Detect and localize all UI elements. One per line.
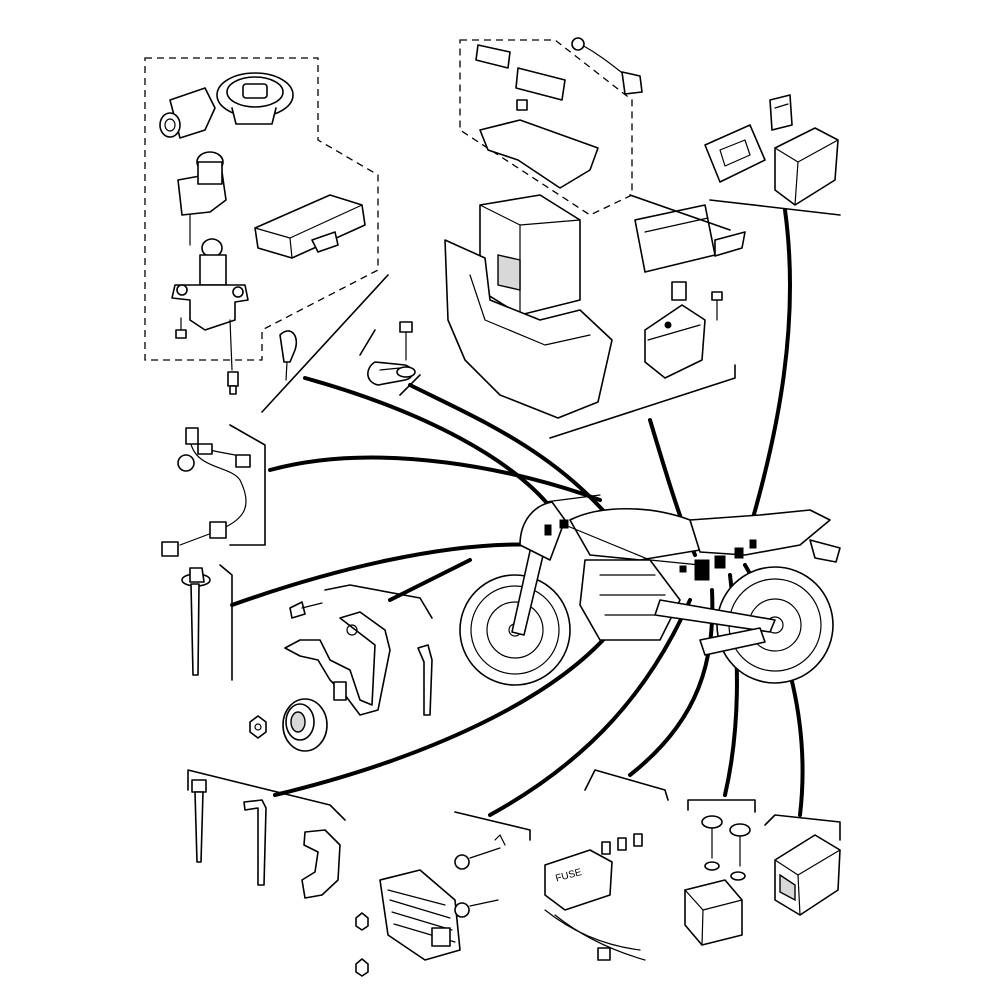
bolt-icon-3 bbox=[289, 601, 323, 619]
bracket-bands bbox=[187, 769, 346, 821]
bracket-relays bbox=[629, 194, 731, 231]
horn-icon bbox=[282, 681, 347, 752]
fuel-cap-icon bbox=[216, 72, 294, 125]
control-unit-icon bbox=[774, 834, 841, 916]
nut-icon bbox=[249, 715, 267, 739]
bracket-fuse-box bbox=[584, 769, 669, 801]
battery-box-icon bbox=[444, 239, 613, 419]
bracket-relay-box bbox=[709, 199, 841, 216]
dashed-frame-battery bbox=[459, 39, 633, 216]
relay-box-group bbox=[704, 94, 839, 206]
cable-tie-icon bbox=[191, 779, 207, 863]
wire-grommet-icon bbox=[181, 567, 211, 676]
leader-bands bbox=[273, 618, 622, 797]
screw-icon bbox=[227, 371, 239, 395]
leader-relay-box bbox=[743, 208, 793, 547]
flasher-relay-icon bbox=[774, 127, 839, 206]
bands-group bbox=[187, 769, 346, 899]
grommet-group bbox=[181, 564, 233, 681]
leader-sub-harness bbox=[268, 455, 602, 502]
flasher-relay-icon-2 bbox=[684, 879, 743, 946]
battery-icon bbox=[479, 194, 581, 316]
bolt-icon-4 bbox=[454, 834, 506, 870]
sub-harness-icon bbox=[161, 427, 251, 557]
main-switch-icon bbox=[171, 238, 249, 371]
bolt-icon bbox=[175, 317, 187, 339]
seat-lock-icon bbox=[159, 87, 216, 139]
flasher-group bbox=[684, 799, 756, 946]
sub-harness-group bbox=[161, 424, 266, 557]
relay-group bbox=[634, 204, 746, 379]
battery-group bbox=[444, 37, 643, 419]
rectifier-group bbox=[355, 811, 531, 977]
starter-solenoid-icon bbox=[644, 304, 706, 379]
screw-icon-2 bbox=[701, 815, 723, 859]
motorcycle-icon bbox=[459, 494, 841, 686]
leader-rectifier bbox=[488, 598, 692, 817]
steering-lock-icon bbox=[177, 151, 227, 246]
battery-holder-icon bbox=[479, 99, 599, 189]
ecu-group bbox=[764, 814, 841, 916]
rectifier-regulator-icon bbox=[379, 869, 461, 961]
terminal-lead-icon bbox=[571, 37, 643, 95]
bracket-flasher bbox=[687, 799, 756, 813]
immobilizer-unit-icon bbox=[254, 194, 366, 259]
fuse-icon bbox=[601, 833, 643, 855]
bracket-ecu bbox=[764, 814, 841, 841]
ignition-lock-set-group bbox=[144, 57, 379, 395]
key-icon bbox=[279, 330, 298, 381]
connector-icon bbox=[769, 94, 793, 131]
leader-grommet bbox=[230, 542, 542, 607]
battery-pad-icon bbox=[475, 44, 566, 101]
cable-holder-icon bbox=[301, 829, 341, 899]
relay-unit-icon bbox=[704, 124, 766, 183]
nut-icon-3 bbox=[355, 958, 369, 977]
wire-clamp-icon bbox=[243, 799, 267, 886]
battery-band-group bbox=[359, 321, 421, 396]
bracket-grommet bbox=[219, 564, 233, 681]
bolt-icon-5 bbox=[454, 899, 499, 918]
washer-icon bbox=[704, 861, 746, 881]
starter-relay-icon bbox=[634, 204, 746, 273]
fuse-box-group: FUSE bbox=[544, 769, 669, 961]
bracket-battery-band bbox=[359, 329, 421, 396]
fuse-box-icon: FUSE bbox=[544, 849, 646, 961]
bracket-sub-harness bbox=[229, 424, 266, 546]
nut-icon-2 bbox=[355, 912, 369, 931]
leader-ignition-set bbox=[303, 376, 562, 522]
bracket-lock-set bbox=[261, 274, 389, 413]
bracket-rectifier bbox=[454, 811, 531, 841]
cable-clip-icon bbox=[417, 644, 433, 716]
leader-horn-bracket bbox=[388, 558, 472, 602]
bracket-battery bbox=[549, 364, 736, 439]
bolt-icon-2 bbox=[396, 321, 416, 378]
horn-bracket-icon bbox=[284, 611, 391, 716]
screw-icon-3 bbox=[729, 823, 751, 867]
relay-cap-icon bbox=[671, 281, 723, 321]
bracket-horn bbox=[324, 584, 433, 619]
horn-group bbox=[249, 584, 433, 752]
